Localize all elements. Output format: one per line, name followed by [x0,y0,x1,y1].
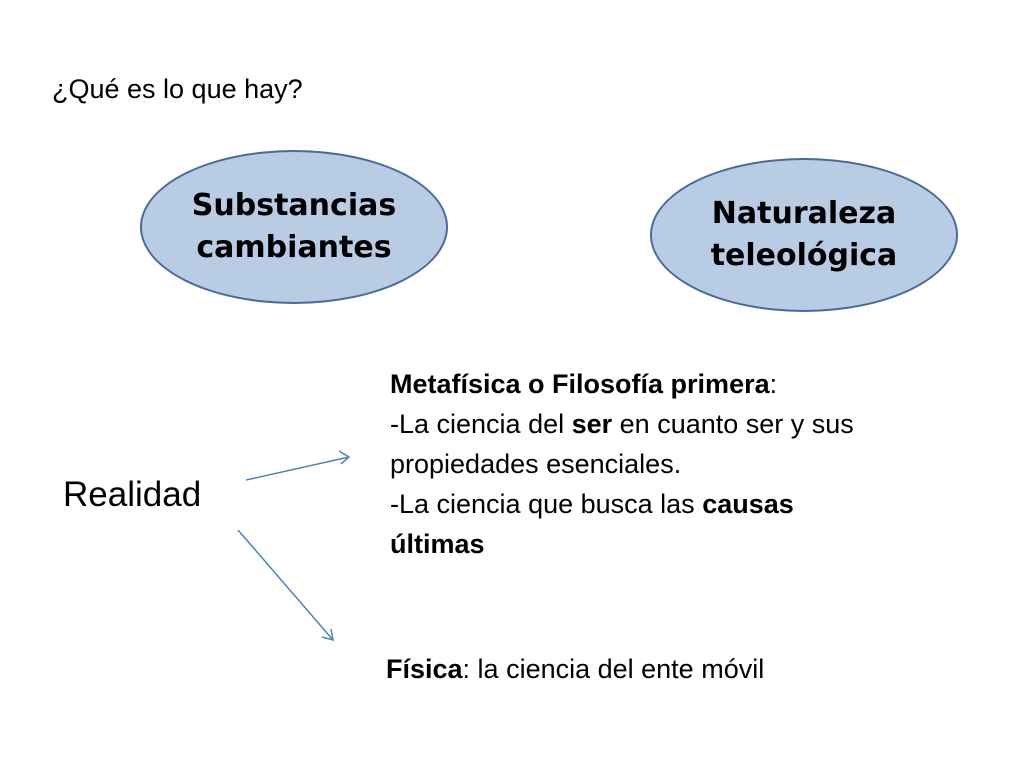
metafisica-line1-bold: ser [571,409,613,439]
metafisica-line1-post: en cuanto ser y sus [612,409,854,439]
question-heading: ¿Qué es lo que hay? [52,74,303,104]
metafisica-line3-pre: -La ciencia que busca las [390,489,703,519]
metafisica-line4-bold: últimas [390,529,485,559]
metafisica-line-3: -La ciencia que busca las causas [390,484,990,524]
substancias-ellipse: Substancias cambiantes [140,150,448,304]
fisica-bold: Física [386,654,463,684]
metafisica-title-line: Metafísica o Filosofía primera: [390,364,990,404]
arrow-to-metafisica [245,456,350,481]
naturaleza-ellipse: Naturaleza teleológica [650,158,958,312]
metafisica-line1-pre: -La ciencia del [390,409,572,439]
substancias-label: Substancias cambiantes [191,188,397,265]
realidad-label: Realidad [63,475,202,514]
fisica-block: Física: la ciencia del ente móvil [386,651,764,687]
metafisica-line-2: propiedades esenciales. [390,449,682,479]
arrow-to-fisica-head [321,628,334,642]
fisica-rest: : la ciencia del ente móvil [462,654,765,684]
metafisica-line3-bold: causas [702,489,794,519]
metafisica-title: Metafísica o Filosofía primera [390,369,770,399]
metafisica-line-1: -La ciencia del ser en cuanto ser y sus [390,404,990,444]
naturaleza-label: Naturaleza teleológica [710,196,898,273]
metafisica-title-colon: : [769,369,778,399]
arrow-to-metafisica-head [338,450,351,465]
arrow-to-fisica [237,529,334,641]
metafisica-line-4: últimas [390,524,990,564]
metafisica-block: Metafísica o Filosofía primera: -La cien… [390,364,990,564]
